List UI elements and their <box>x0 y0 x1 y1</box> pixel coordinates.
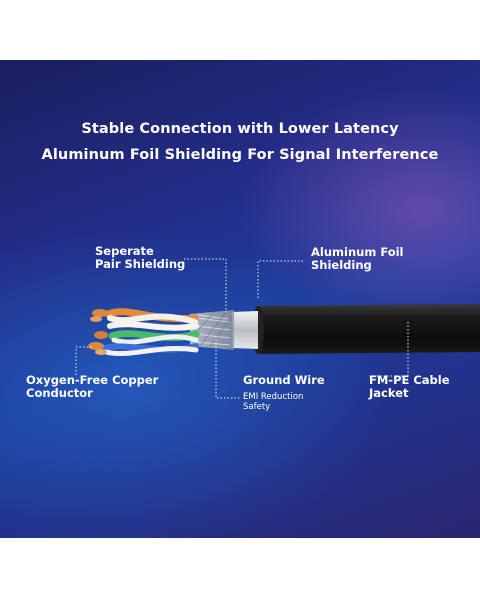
braided-shield <box>189 310 234 350</box>
product-banner: Stable Connection with Lower Latency Alu… <box>0 60 480 538</box>
ground-wire-label: Ground Wire <box>243 373 325 387</box>
foil-shielding-line-1: Aluminum Foil <box>311 245 404 259</box>
pair-shielding-label: Seperate Pair Shielding <box>95 245 185 271</box>
twisted-pairs <box>101 308 200 357</box>
ground-wire-note-line-2: Safety <box>243 402 271 412</box>
ground-wire-note: EMI Reduction Safety <box>243 392 303 412</box>
copper-conductor-line-2: Conductor <box>26 386 93 400</box>
headline-line-2: Aluminum Foil Shielding For Signal Inter… <box>41 147 439 163</box>
cable-illustration <box>75 258 480 399</box>
cable-jacket-line-1: FM-PE Cable <box>369 373 450 387</box>
foil-shielding-label: Aluminum Foil Shielding <box>311 246 404 272</box>
foil-shielding-line-2: Shielding <box>311 258 372 272</box>
copper-conductor-tips <box>88 309 108 355</box>
pair-shielding-line-2: Pair Shielding <box>95 257 186 271</box>
aluminum-foil-shield <box>232 311 258 349</box>
copper-conductor-label: Oxygen-Free Copper Conductor <box>26 374 158 400</box>
pair-shielding-line-1: Seperate <box>95 244 154 258</box>
cable-jacket-line-2: Jacket <box>369 386 409 400</box>
copper-conductor-line-1: Oxygen-Free Copper <box>26 373 159 387</box>
cable-jacket-label: FM-PE Cable Jacket <box>369 374 450 400</box>
cable-jacket <box>252 304 480 354</box>
ground-wire-note-line-1: EMI Reduction <box>243 392 304 402</box>
leader-lines <box>75 258 409 399</box>
headline-line-1: Stable Connection with Lower Latency <box>81 121 399 137</box>
